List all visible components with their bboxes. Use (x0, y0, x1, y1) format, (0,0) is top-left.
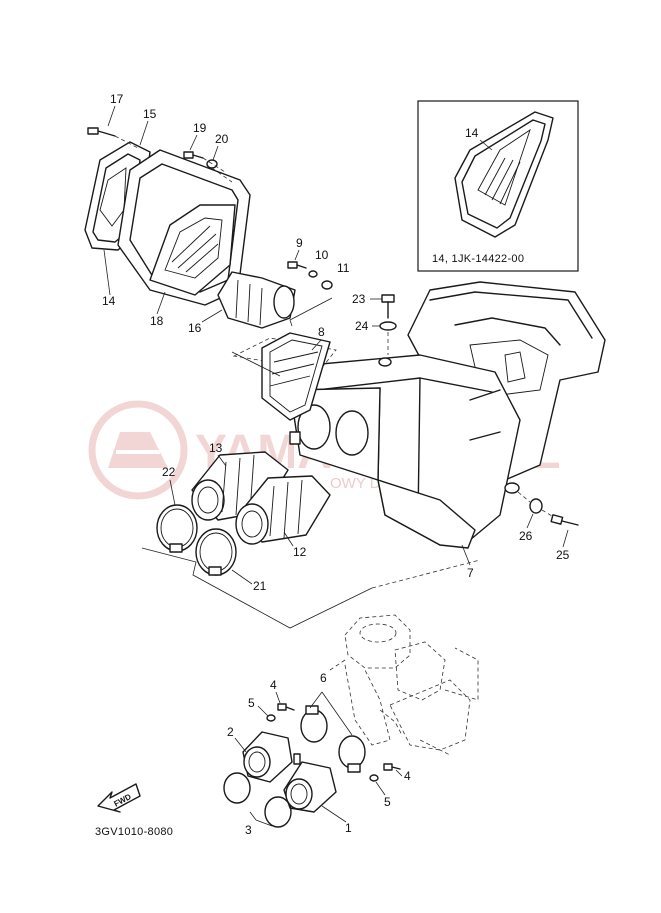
callout-25: 25 (556, 548, 570, 562)
callout-14: 14 (102, 294, 116, 308)
callout-5b: 5 (384, 795, 391, 809)
part-21-clamp (195, 528, 237, 576)
part-3-o-ring (223, 772, 292, 828)
diagram-code: 3GV1010-8080 (95, 826, 173, 838)
part-8-filter (232, 332, 337, 421)
part-19-screw (183, 151, 204, 159)
forward-arrow-icon: FWD (97, 783, 141, 813)
callout-2: 2 (227, 725, 234, 739)
callout-1: 1 (345, 821, 352, 835)
part-9-bolt (287, 261, 307, 269)
callout-18: 18 (150, 314, 164, 328)
callout-16: 16 (188, 321, 202, 335)
part-24-washer (379, 321, 397, 331)
part-7-air-filter-case (289, 281, 606, 549)
callout-22: 22 (162, 465, 176, 479)
part-5-washer (266, 714, 379, 782)
part-4-screw (277, 703, 401, 771)
inset-caption: 14, 1JK-14422-00 (432, 253, 524, 265)
callout-20: 20 (215, 132, 229, 146)
part-11-nut (321, 280, 333, 290)
callout-15: 15 (143, 107, 157, 121)
callout-11: 11 (337, 261, 350, 275)
callout-21: 21 (253, 579, 267, 593)
part-26-washer (529, 498, 543, 514)
part-23-bolt (381, 294, 395, 319)
callout-17: 17 (110, 92, 124, 106)
callout-4b: 4 (404, 769, 411, 783)
callout-23: 23 (352, 292, 366, 306)
part-10-washer (308, 270, 318, 278)
callout-4a: 4 (270, 678, 277, 692)
part-12-joint (235, 475, 331, 545)
callout-6: 6 (320, 671, 327, 685)
part-16-joint (217, 271, 296, 329)
air-filter-cover-assembly (84, 127, 251, 306)
callout-7: 7 (467, 566, 474, 580)
callout-5a: 5 (248, 696, 255, 710)
part-18-element (149, 204, 236, 296)
inset-box: 14 14, 1JK-14422-00 (417, 100, 579, 272)
callouts: 17 15 19 20 14 18 16 9 10 11 23 24 8 13 … (102, 92, 570, 837)
callout-14-inset: 14 (465, 126, 479, 140)
callout-8: 8 (318, 325, 325, 339)
part-17-screw (87, 127, 116, 137)
inset-air-filter-element (454, 111, 554, 238)
watermark-logo (88, 400, 188, 500)
callout-10: 10 (315, 248, 329, 262)
callout-12: 12 (293, 545, 307, 559)
carburetor-reference (329, 614, 479, 756)
part-25-bolt (550, 514, 579, 526)
callout-13: 13 (209, 441, 223, 455)
callout-9: 9 (296, 236, 303, 250)
part-2-joint (242, 731, 293, 783)
callout-3: 3 (245, 823, 252, 837)
callout-19: 19 (193, 121, 207, 135)
part-22-clamp (156, 504, 198, 553)
callout-26: 26 (519, 529, 533, 543)
callout-24: 24 (355, 319, 369, 333)
part-6-clamp (300, 705, 366, 773)
